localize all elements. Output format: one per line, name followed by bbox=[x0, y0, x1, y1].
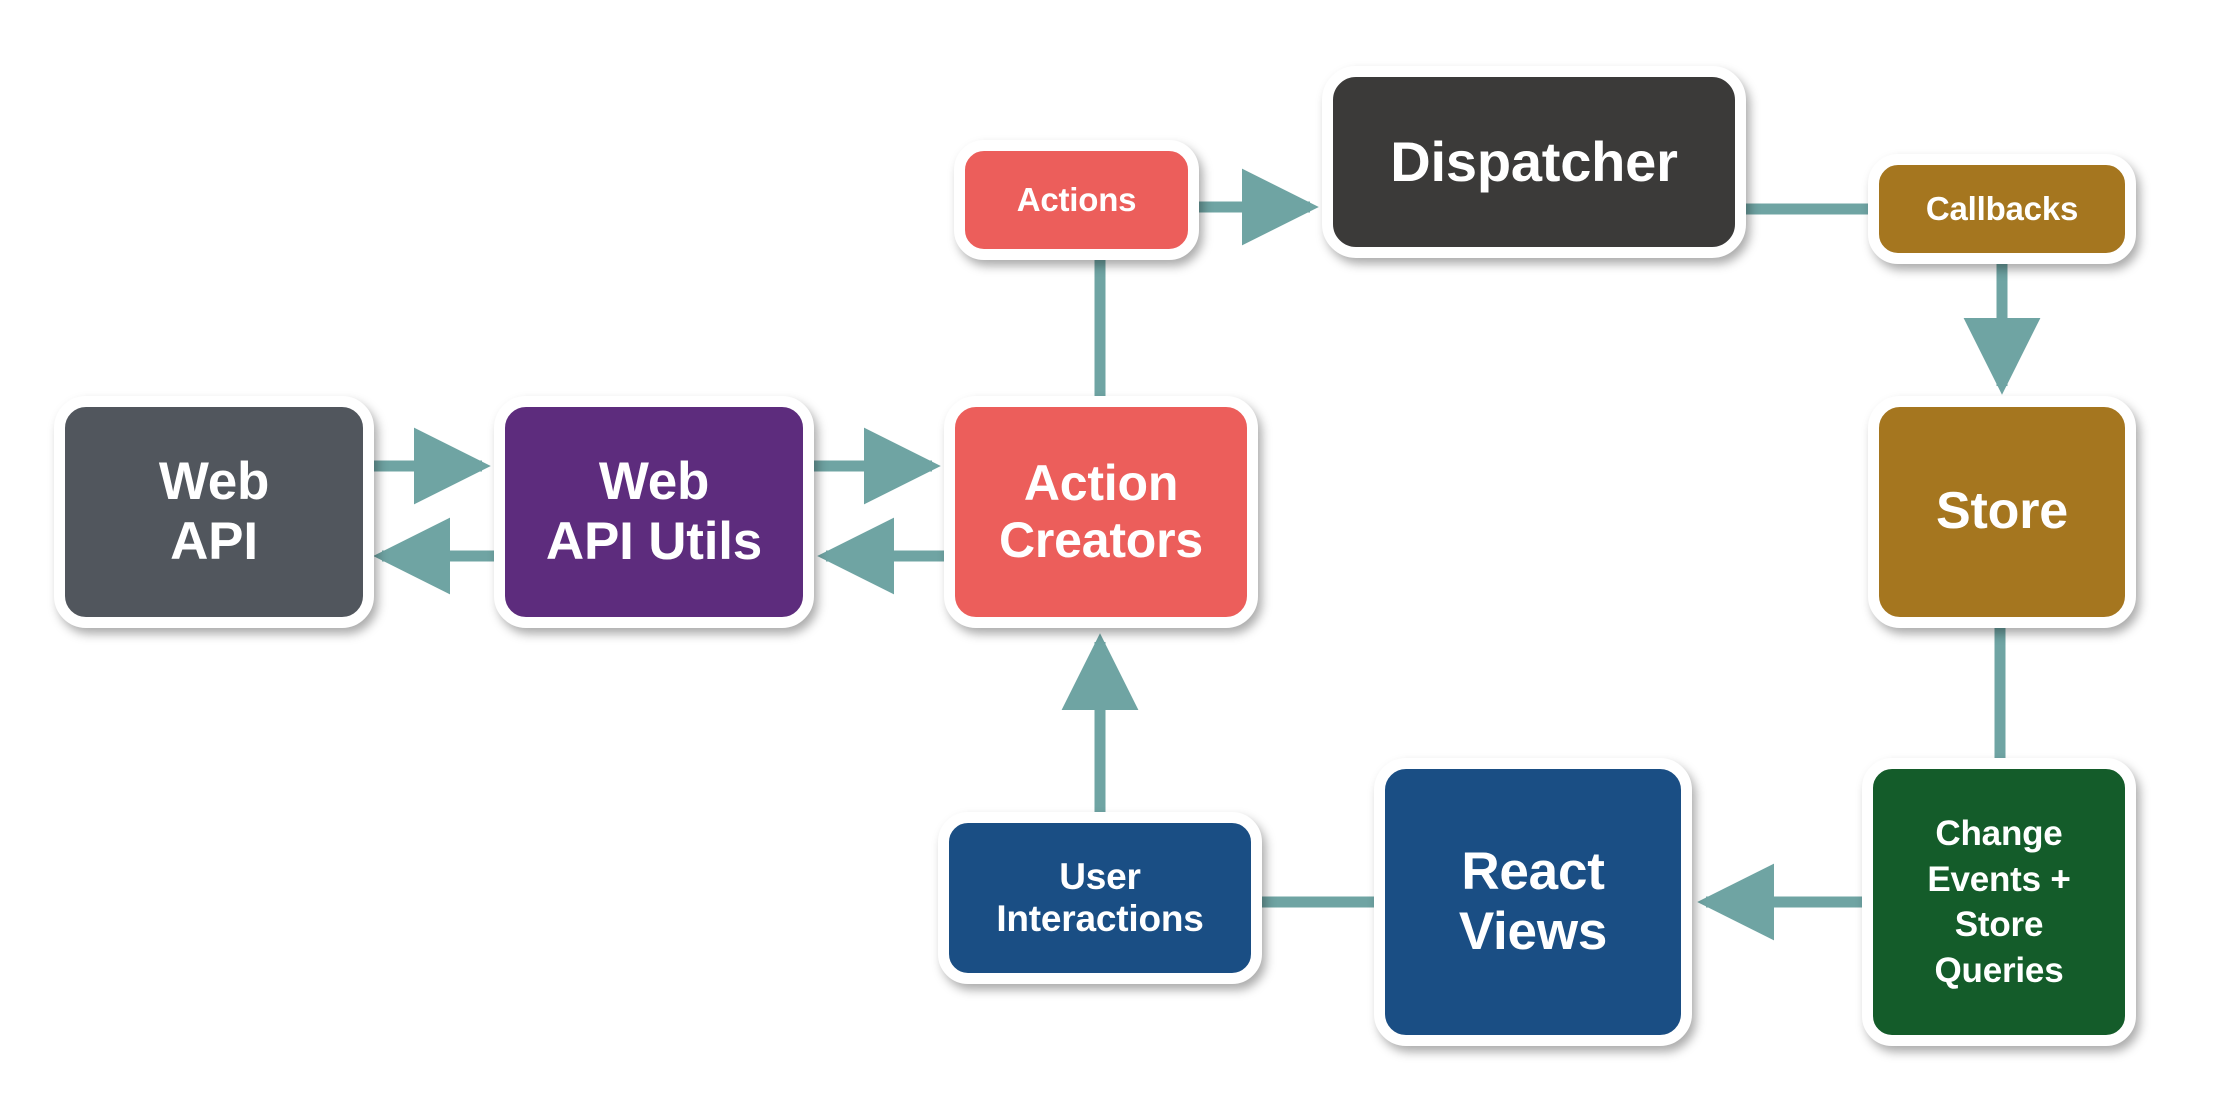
node-callbacks-label: Callbacks bbox=[1925, 190, 2079, 228]
node-store[interactable]: Store bbox=[1868, 396, 2136, 628]
node-store-label: Store bbox=[1936, 482, 2068, 541]
node-change-events-label: Change Events + Store Queries bbox=[1927, 814, 2071, 990]
node-action-creators-label: Action Creators bbox=[998, 455, 1204, 568]
node-web-api[interactable]: Web API bbox=[54, 396, 374, 628]
node-react-views[interactable]: React Views bbox=[1374, 758, 1692, 1046]
node-web-api-utils[interactable]: Web API Utils bbox=[494, 396, 814, 628]
node-callbacks[interactable]: Callbacks bbox=[1868, 154, 2136, 264]
node-actions-label: Actions bbox=[1016, 181, 1137, 219]
node-web-api-label: Web API bbox=[158, 451, 270, 571]
node-react-views-label: React Views bbox=[1458, 841, 1608, 961]
node-actions[interactable]: Actions bbox=[954, 140, 1199, 260]
node-change-events[interactable]: Change Events + Store Queries bbox=[1862, 758, 2136, 1046]
node-action-creators[interactable]: Action Creators bbox=[944, 396, 1258, 628]
node-dispatcher-label: Dispatcher bbox=[1390, 130, 1678, 194]
node-web-api-utils-label: Web API Utils bbox=[545, 451, 763, 571]
node-dispatcher[interactable]: Dispatcher bbox=[1322, 66, 1746, 258]
node-user-interactions-label: User Interactions bbox=[996, 855, 1204, 939]
node-user-interactions[interactable]: User Interactions bbox=[938, 812, 1262, 984]
